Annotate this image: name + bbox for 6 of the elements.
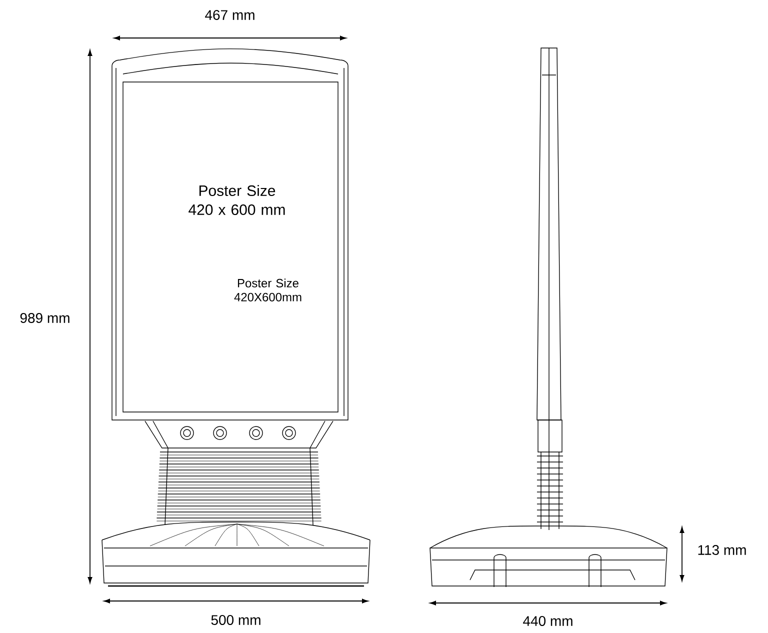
poster-panel: Poster Size 420 x 600 mm Poster Size 420X600mm: [122, 82, 338, 412]
dimension-label: 500 mm: [211, 615, 260, 625]
dimension-label: 467 mm: [205, 10, 254, 20]
dimension-label: 113 mm: [698, 545, 746, 555]
dimension-label: 989 mm: [20, 313, 70, 323]
dimension-label: 440 mm: [523, 616, 572, 626]
